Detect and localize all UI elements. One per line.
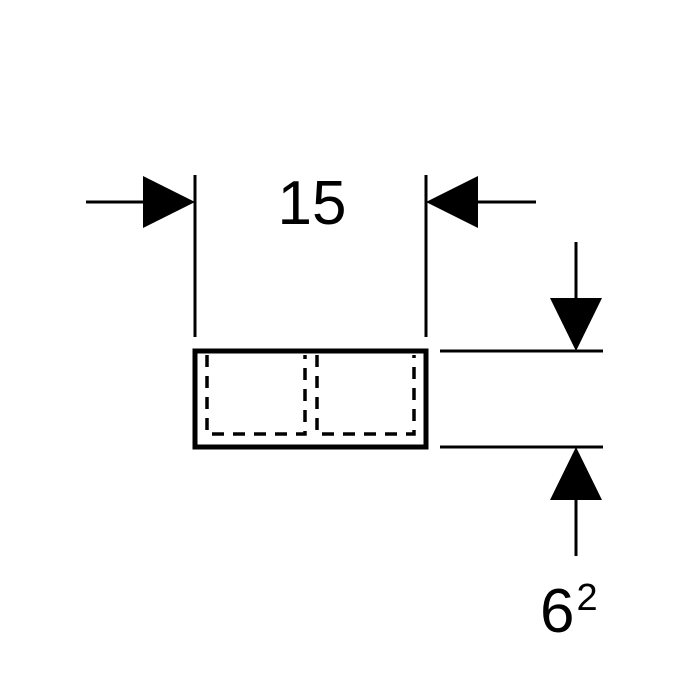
arrow-left-icon bbox=[426, 176, 478, 228]
outer-rectangle bbox=[192, 348, 429, 450]
part-outline bbox=[192, 348, 429, 450]
arrow-down-icon bbox=[550, 298, 602, 351]
arrow-right-icon bbox=[143, 176, 195, 228]
arrow-up-icon bbox=[550, 447, 602, 500]
height-dimension: 62 bbox=[440, 242, 603, 646]
height-label-superscript: 2 bbox=[576, 577, 597, 619]
hidden-lines bbox=[205, 355, 416, 436]
width-label: 15 bbox=[278, 169, 347, 238]
height-label-base: 6 bbox=[540, 577, 574, 646]
height-label: 62 bbox=[540, 577, 598, 646]
width-dimension: 15 bbox=[86, 169, 536, 337]
hidden-compartment-left bbox=[205, 355, 307, 436]
hidden-compartment-right bbox=[315, 355, 416, 436]
